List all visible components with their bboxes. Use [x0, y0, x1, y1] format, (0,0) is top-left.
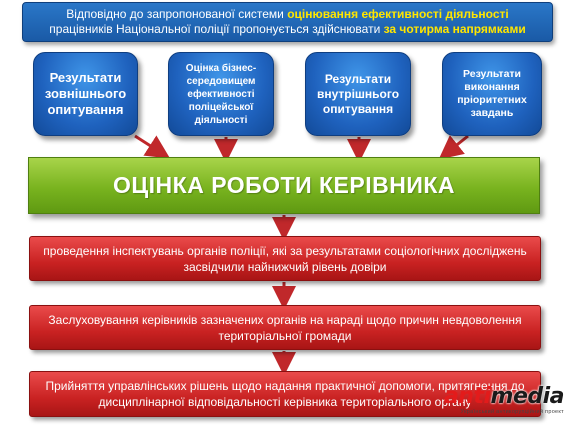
- direction-internal-survey: Результати внутрішнього опитування: [305, 52, 411, 136]
- direction-label: Результати внутрішнього опитування: [316, 71, 400, 116]
- main-box-label: ОЦІНКА РОБОТИ КЕРІВНИКА: [112, 172, 456, 198]
- action-inspections: проведення інспектувань органів поліції,…: [29, 236, 541, 281]
- direction-label: Результати зовнішнього опитування: [44, 70, 127, 117]
- logo-part-anti: anti: [443, 384, 491, 409]
- action-hearings: Заслуховування керівників зазначених орг…: [29, 305, 541, 350]
- action-management-decisions: Прийняття управлінських рішень щодо нада…: [29, 371, 541, 417]
- action-label: Заслуховування керівників зазначених орг…: [48, 312, 522, 343]
- direction-label: Результати виконання пріоритетних завдан…: [457, 68, 527, 119]
- antimedia-logo: antimedia: [428, 384, 565, 409]
- banner-text-pre: Відповідно до запропонованої системи: [66, 7, 288, 21]
- intro-banner: Відповідно до запропонованої системи оці…: [22, 2, 553, 42]
- action-label: Прийняття управлінських рішень щодо нада…: [45, 379, 525, 409]
- watermark-subtitle: Український антикорупційний проект: [460, 409, 564, 415]
- banner-highlight-1: оцінювання ефективності діяльності: [287, 7, 509, 21]
- antimedia-watermark: antimedia Український антикорупційний пр…: [428, 384, 565, 422]
- direction-priority-tasks: Результати виконання пріоритетних завдан…: [442, 52, 542, 136]
- banner-highlight-2: за чотирма напрямками: [383, 22, 526, 36]
- direction-business-assessment: Оцінка бізнес-середовищем ефективності п…: [168, 52, 274, 136]
- arrow-dir4-to-main: [438, 134, 469, 160]
- action-label: проведення інспектувань органів поліції,…: [43, 243, 527, 274]
- logo-part-media: media: [490, 384, 565, 409]
- arrow-dir1-to-main: [134, 134, 171, 159]
- direction-label: Оцінка бізнес-середовищем ефективності п…: [185, 62, 257, 126]
- direction-external-survey: Результати зовнішнього опитування: [33, 52, 138, 136]
- manager-evaluation-box: ОЦІНКА РОБОТИ КЕРІВНИКА: [28, 157, 540, 214]
- banner-text-mid: працівників Національної поліції пропону…: [49, 22, 384, 36]
